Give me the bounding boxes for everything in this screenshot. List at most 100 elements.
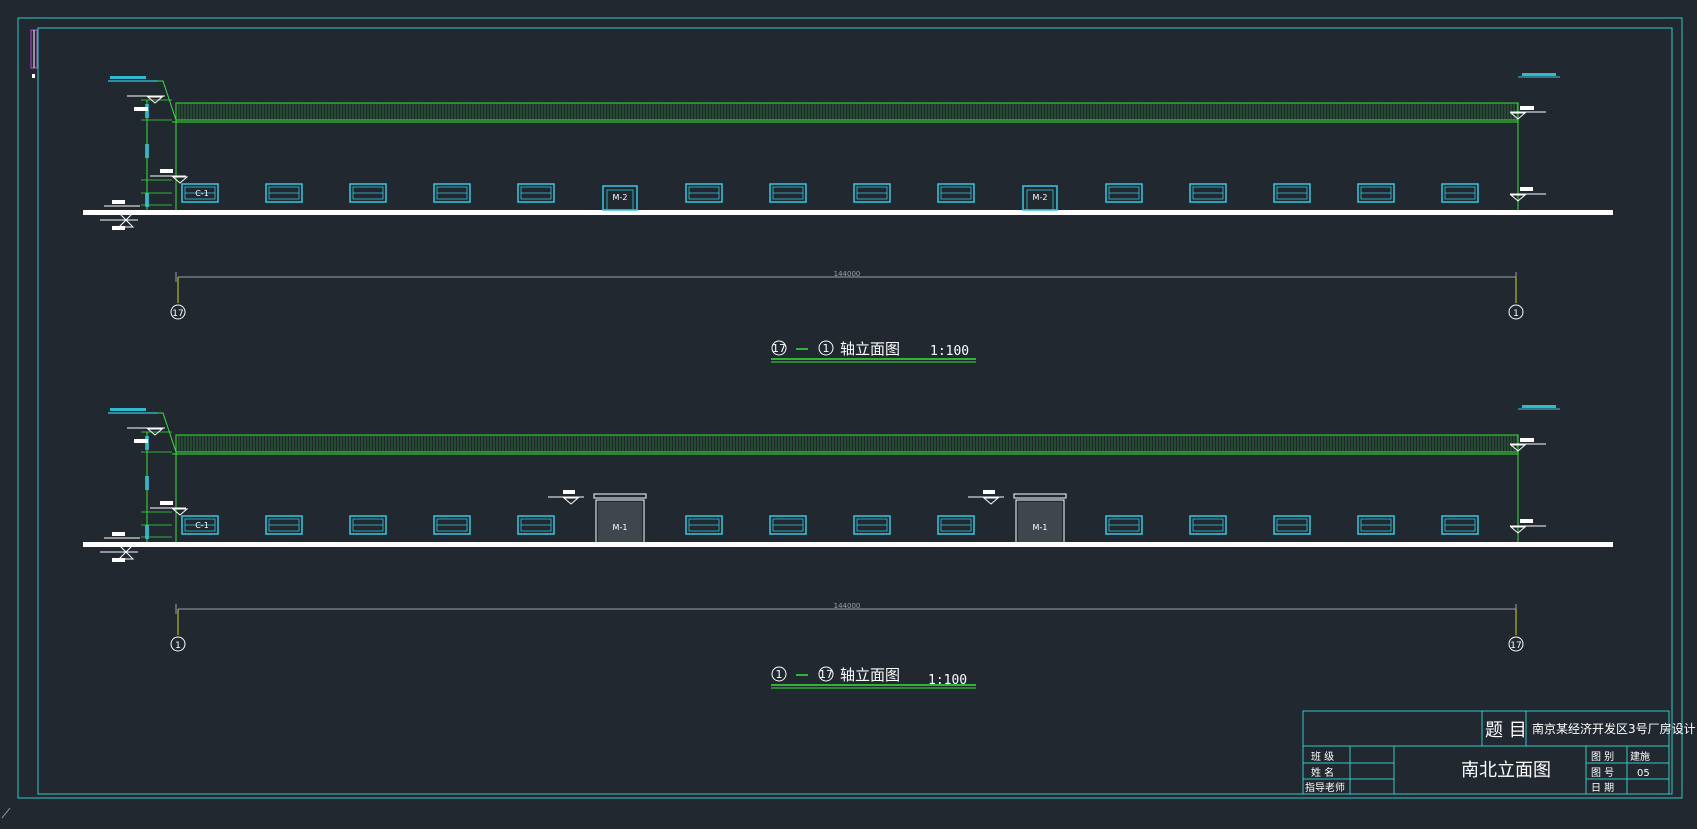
door-inner — [606, 189, 634, 211]
window-frame — [433, 515, 471, 535]
left-level-symbol-mid — [171, 176, 189, 184]
door-m1: M-1 — [548, 490, 647, 544]
tb-class-label: 班 级 — [1311, 751, 1334, 763]
window-frame — [853, 515, 891, 535]
window-frame — [349, 183, 387, 203]
window-c1 — [769, 183, 807, 203]
window-frame — [769, 183, 807, 203]
left-wall-outline — [158, 80, 177, 213]
window-frame — [265, 515, 303, 535]
right-top-note-text — [1522, 73, 1556, 76]
axis-bubble-left — [170, 636, 186, 652]
door-label: M-1 — [1033, 523, 1048, 532]
tb-number-value: 05 — [1637, 768, 1650, 779]
window-c1 — [853, 183, 891, 203]
left-dim-text-mark — [145, 525, 149, 539]
window-c1 — [433, 183, 471, 203]
window-c1 — [1441, 515, 1479, 535]
left-top-note-text — [110, 408, 146, 411]
door-label: M-2 — [1033, 193, 1048, 202]
window-c1: C-1 — [181, 183, 219, 203]
door-shutter-lines — [598, 502, 642, 542]
window-frame — [769, 515, 807, 535]
axis-label-left: 17 — [172, 309, 183, 319]
right-level-symbol-top — [1509, 112, 1527, 120]
window-c1 — [685, 515, 723, 535]
window-c1 — [265, 515, 303, 535]
left-wall-outline — [158, 412, 177, 545]
right-level-tag-top — [1520, 106, 1534, 110]
window-c1: C-1 — [181, 515, 219, 535]
window-frame — [1273, 515, 1311, 535]
window-frame — [1357, 515, 1395, 535]
axis-bubble-left — [170, 304, 186, 320]
left-level-symbol-top — [146, 96, 164, 104]
tb-date-label: 日 期 — [1591, 782, 1614, 794]
window-c1 — [937, 183, 975, 203]
window-label: C-1 — [195, 189, 209, 198]
window-frame — [181, 515, 219, 535]
left-level-tag-top — [134, 107, 148, 111]
window-frame — [1441, 515, 1479, 535]
ground-line — [83, 542, 1613, 547]
left-level-tag-mid — [160, 501, 173, 505]
window-frame — [1273, 183, 1311, 203]
title-block-text: 题 目 南京某经济开发区3号厂房设计 南北立面图 班 级 姓 名 指导老师 图 … — [1305, 720, 1696, 794]
elevation-1: C-1 M-2 M-2 144000 17 1 — [83, 73, 1613, 320]
dimension-text: 144000 — [834, 602, 861, 610]
left-level-symbol-mid — [171, 508, 189, 516]
door-frame — [595, 499, 645, 544]
window-frame — [1357, 183, 1395, 203]
window-c1 — [265, 183, 303, 203]
left-level-symbol-top — [146, 428, 164, 436]
window-c1 — [769, 515, 807, 535]
window-c1 — [349, 183, 387, 203]
door-label: M-2 — [613, 193, 628, 202]
caption-2-axis-start: 1 — [776, 668, 783, 681]
window-c1 — [349, 515, 387, 535]
caption-2-axis-end: 17 — [819, 668, 833, 681]
left-top-note-text — [110, 76, 146, 79]
axis-label-left: 1 — [175, 641, 181, 651]
window-frame — [853, 183, 891, 203]
right-level-tag-mid — [1520, 187, 1533, 191]
dimension-text: 144000 — [834, 270, 861, 278]
elevation-caption-2: 1 17 轴立面图 1:100 — [771, 666, 976, 689]
window-frame — [349, 515, 387, 535]
window-c1 — [1357, 183, 1395, 203]
right-level-symbol-mid — [1509, 526, 1527, 534]
inner-frame — [37, 27, 1673, 795]
window-c1 — [937, 515, 975, 535]
left-level-tag-top — [134, 439, 148, 443]
window-frame — [433, 183, 471, 203]
window-frame — [1189, 183, 1227, 203]
window-c1 — [685, 183, 723, 203]
axis-label-right: 1 — [1513, 309, 1519, 319]
axis-bubble-right — [1508, 304, 1524, 320]
roof-hatch — [178, 435, 1518, 452]
door-shutter-lines — [1018, 502, 1062, 542]
window-c1 — [1273, 183, 1311, 203]
window-frame — [937, 183, 975, 203]
left-dim-text-mark — [145, 476, 149, 490]
caption-2-title: 轴立面图 — [840, 666, 900, 684]
elevation-caption-1: 17 1 轴立面图 1:100 — [771, 340, 976, 363]
window-frame — [181, 183, 219, 203]
window-frame — [265, 183, 303, 203]
caption-1-scale: 1:100 — [930, 344, 969, 359]
window-c1 — [517, 183, 555, 203]
window-c1 — [1189, 515, 1227, 535]
door-level-tag — [563, 490, 575, 494]
left-level-tag-ground — [112, 200, 125, 204]
roof-band — [175, 102, 1519, 121]
axis-label-right: 17 — [1510, 641, 1521, 651]
right-level-tag-mid — [1520, 519, 1533, 523]
door-m2: M-2 — [602, 185, 638, 211]
window-label: C-1 — [195, 521, 209, 530]
door-level-symbol — [982, 497, 1000, 505]
right-top-note-text — [1522, 405, 1556, 408]
corner-mark — [1, 807, 11, 819]
window-frame — [685, 515, 723, 535]
